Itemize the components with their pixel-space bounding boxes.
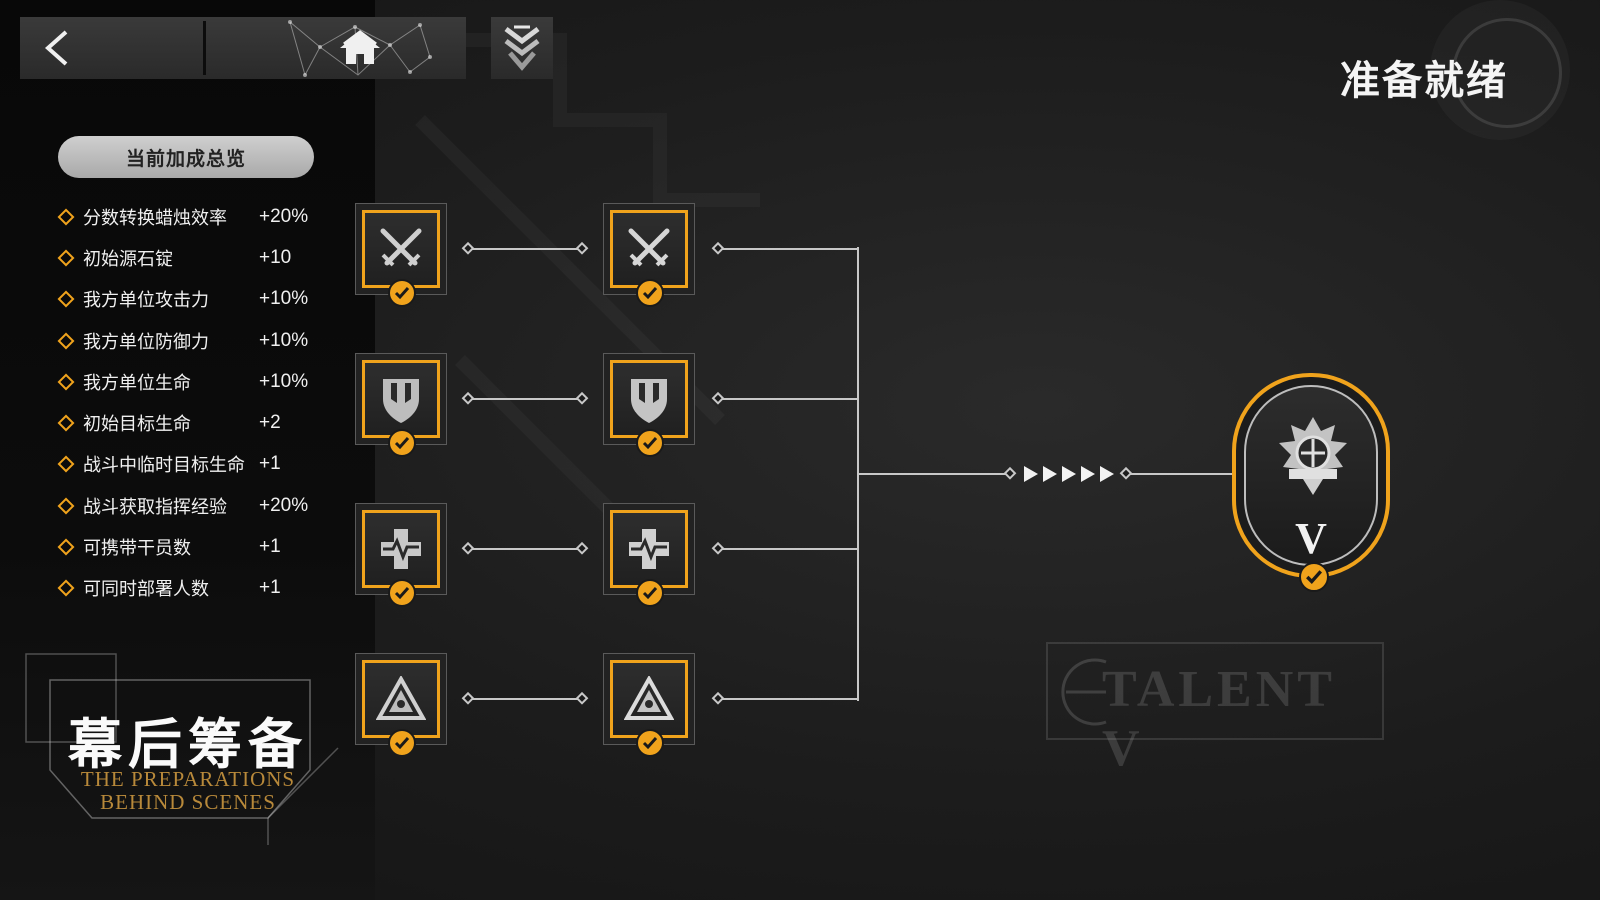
talent-crest-icon [1279, 417, 1347, 495]
bonus-label: 战斗中临时目标生命 [83, 455, 245, 477]
talent-node-frame [362, 360, 440, 438]
medical-cross-icon [629, 529, 669, 569]
diamond-bullet-icon [57, 290, 75, 308]
nav-divider [203, 21, 206, 75]
diamond-bullet-icon [57, 538, 75, 556]
talent-tier-numeral: V [1295, 514, 1327, 563]
bonus-label: 初始目标生命 [83, 414, 191, 436]
chevron-stack-icon [504, 25, 540, 71]
bonus-value: +10% [259, 288, 309, 310]
bonus-value: +10% [259, 329, 309, 351]
bonus-item: 初始源石锭 +10 [57, 237, 357, 278]
talent-node-attack-tier1[interactable] [355, 203, 447, 307]
home-button[interactable] [254, 17, 466, 79]
event-title-english-line1: THE PREPARATIONS [80, 767, 296, 791]
diamond-bullet-icon [57, 373, 75, 391]
bonus-item: 可携带干员数 +1 [57, 526, 357, 567]
bonus-item: 战斗中临时目标生命 +1 [57, 444, 357, 485]
talent-node-frame [610, 360, 688, 438]
diamond-bullet-icon [57, 414, 75, 432]
talent-node-attack-tier2[interactable] [603, 203, 695, 307]
bonus-value: +1 [259, 453, 281, 475]
medical-cross-icon [381, 529, 421, 569]
unlocked-check-icon [388, 429, 416, 457]
triangle-eye-icon [624, 676, 674, 720]
bonus-label: 我方单位攻击力 [83, 290, 209, 312]
talent-node-defense-tier1[interactable] [355, 353, 447, 457]
talent-node-frame [362, 510, 440, 588]
talent-node-health-tier1[interactable] [355, 503, 447, 607]
unlocked-check-icon [636, 729, 664, 757]
bonus-list: 分数转换蜡烛效率 +20% 初始源石锭 +10 我方单位攻击力 +10% 我方单… [57, 196, 357, 609]
bonus-label: 可携带干员数 [83, 538, 191, 560]
diamond-bullet-icon [57, 208, 75, 226]
bonus-label: 战斗获取指挥经验 [83, 496, 227, 518]
talent-node-health-tier2[interactable] [603, 503, 695, 607]
diamond-bullet-icon [57, 579, 75, 597]
bonus-item: 我方单位攻击力 +10% [57, 279, 357, 320]
chevron-left-icon [44, 30, 68, 66]
bonus-item: 分数转换蜡烛效率 +20% [57, 196, 357, 237]
unlocked-check-icon [388, 279, 416, 307]
back-button[interactable] [20, 17, 202, 79]
diamond-bullet-icon [57, 497, 75, 515]
shield-icon [631, 379, 667, 423]
bonus-value: +1 [259, 536, 281, 558]
bonus-value: +2 [259, 412, 281, 434]
diamond-bullet-icon [57, 455, 75, 473]
top-nav-bar [20, 17, 466, 79]
talent-node-target-tier1[interactable] [355, 653, 447, 757]
bonus-label: 初始源石锭 [83, 248, 173, 270]
crest-watermark-icon [1061, 658, 1107, 726]
diamond-bullet-icon [57, 249, 75, 267]
crossed-swords-icon [380, 228, 422, 267]
event-title-english-line2: BEHIND SCENES [100, 790, 276, 814]
talent-node-final[interactable]: V [1232, 373, 1390, 592]
unlocked-check-icon [636, 429, 664, 457]
diamond-bullet-icon [57, 332, 75, 350]
crossed-swords-icon [628, 228, 670, 267]
bonus-item: 我方单位生命 +10% [57, 361, 357, 402]
final-node-ring: V [1244, 385, 1378, 566]
event-frame-decoration [25, 653, 339, 845]
talent-node-frame [610, 660, 688, 738]
bonus-label: 我方单位生命 [83, 372, 191, 394]
event-title-chinese: 幕后筹备 [68, 712, 308, 776]
bonus-item: 可同时部署人数 +1 [57, 568, 357, 609]
bonus-item: 初始目标生命 +2 [57, 402, 357, 443]
unlocked-check-icon [1299, 562, 1329, 592]
talent-banner-text: TALENT V [1102, 661, 1336, 777]
talent-node-frame [610, 210, 688, 288]
bonus-item: 我方单位防御力 +10% [57, 320, 357, 361]
talent-node-frame [362, 660, 440, 738]
bonus-label: 分数转换蜡烛效率 [83, 207, 227, 229]
bonus-value: +20% [259, 205, 309, 227]
talent-node-frame [362, 210, 440, 288]
talent-node-frame [610, 510, 688, 588]
menu-button[interactable] [491, 17, 553, 79]
talent-node-target-tier2[interactable] [603, 653, 695, 757]
bonus-label: 我方单位防御力 [83, 331, 209, 353]
unlocked-check-icon [636, 279, 664, 307]
bonus-value: +20% [259, 494, 309, 516]
unlocked-check-icon [388, 579, 416, 607]
triangle-eye-icon [376, 676, 426, 720]
unlocked-check-icon [636, 579, 664, 607]
shield-icon [383, 379, 419, 423]
bonus-label: 可同时部署人数 [83, 579, 209, 601]
unlocked-check-icon [388, 729, 416, 757]
home-icon [340, 30, 380, 64]
bonus-value: +1 [259, 577, 281, 599]
talent-node-defense-tier2[interactable] [603, 353, 695, 457]
bonus-item: 战斗获取指挥经验 +20% [57, 485, 357, 526]
ready-status: 准备就绪 [1340, 58, 1508, 104]
summary-title: 当前加成总览 [58, 136, 314, 178]
bonus-value: +10 [259, 246, 292, 268]
ready-ring-decoration [1452, 18, 1562, 128]
left-panel: 当前加成总览 分数转换蜡烛效率 +20% 初始源石锭 +10 我方单位攻击力 +… [0, 0, 375, 900]
bonus-value: +10% [259, 370, 309, 392]
event-title-english: THE PREPARATIONS BEHIND SCENES [68, 768, 308, 814]
talent-banner-watermark: TALENT V [1046, 642, 1384, 777]
event-title: 幕后筹备 THE PREPARATIONS BEHIND SCENES [20, 650, 360, 850]
